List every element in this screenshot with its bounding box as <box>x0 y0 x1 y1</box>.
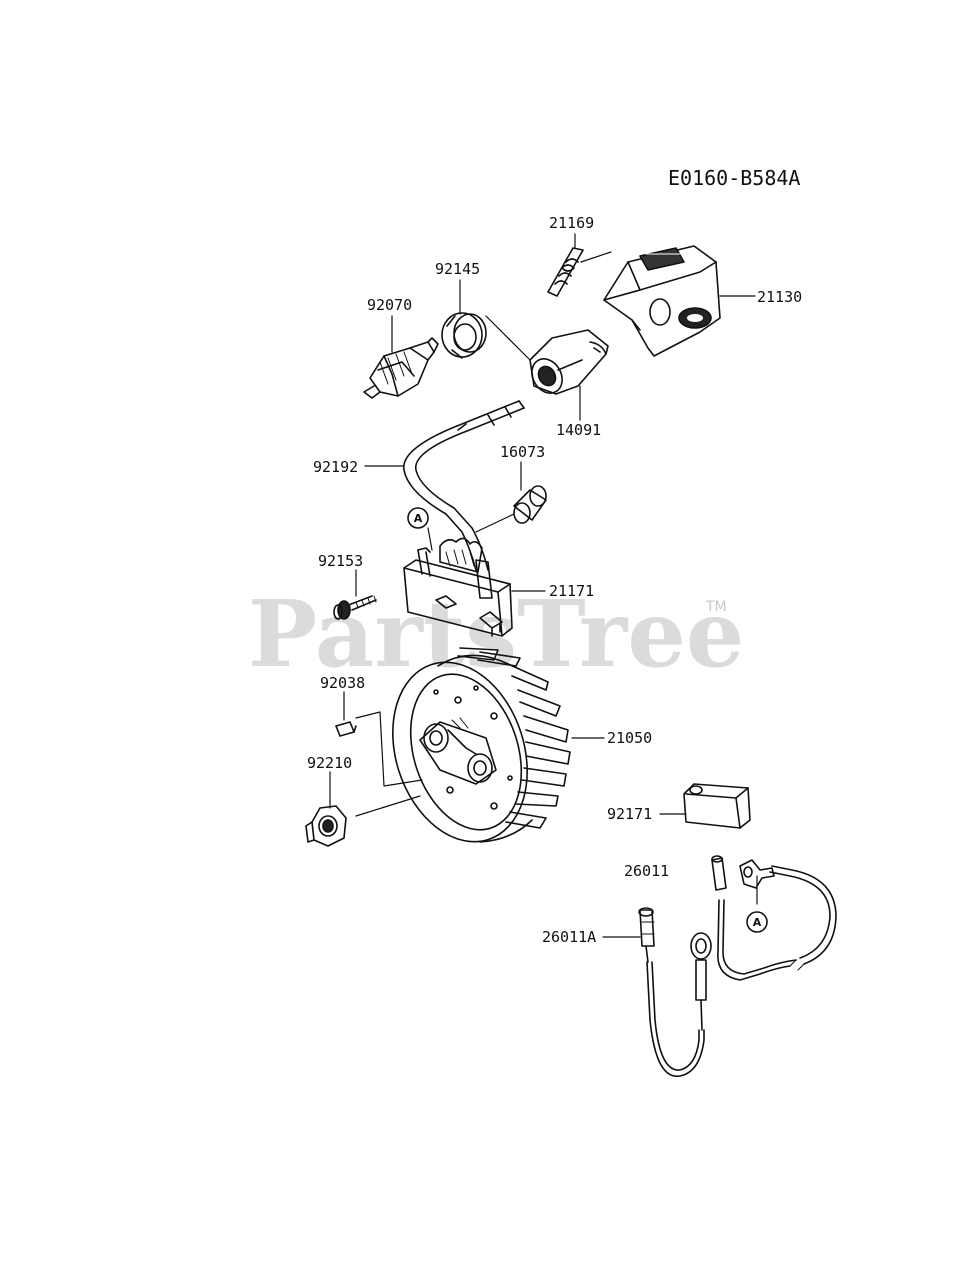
stop-switch-lead-icon <box>638 907 712 1077</box>
leader-lines <box>329 233 758 938</box>
flywheel-icon <box>392 647 571 843</box>
spring-clip-icon <box>547 247 584 297</box>
part-label-92192[interactable]: 92192 <box>313 458 359 476</box>
part-label-92153[interactable]: 92153 <box>318 552 364 570</box>
part-label-16073[interactable]: 16073 <box>500 443 546 461</box>
nut-icon <box>305 805 347 847</box>
callout-marker-harness <box>746 911 768 933</box>
part-label-92070[interactable]: 92070 <box>367 296 413 314</box>
part-label-21050[interactable]: 21050 <box>607 729 653 747</box>
washer-ring-icon <box>441 312 487 359</box>
part-label-21171[interactable]: 21171 <box>549 582 595 600</box>
callout-letter-harness: A <box>753 916 762 929</box>
bolt-icon <box>333 595 377 620</box>
plug-cap-icon <box>529 329 609 395</box>
part-label-92210[interactable]: 92210 <box>307 754 353 772</box>
part-label-26011A[interactable]: 26011A <box>542 928 597 946</box>
part-label-26011[interactable]: 26011 <box>624 862 670 880</box>
spacer-icon <box>513 485 547 524</box>
ignition-coil-icon <box>403 537 513 637</box>
part-label-21130[interactable]: 21130 <box>757 288 803 306</box>
ignition-lead-icon <box>403 400 525 571</box>
part-label-21169[interactable]: 21169 <box>549 214 595 232</box>
spark-plug-icon <box>363 337 439 399</box>
part-label-92145[interactable]: 92145 <box>435 260 481 278</box>
part-label-14091[interactable]: 14091 <box>556 421 602 439</box>
watermark-trademark: TM <box>706 599 727 615</box>
callout-letter-coil: A <box>414 512 423 525</box>
part-label-92171[interactable]: 92171 <box>607 805 653 823</box>
part-label-92038[interactable]: 92038 <box>320 674 366 692</box>
clamp-icon <box>683 783 751 829</box>
callout-marker-coil <box>407 507 429 529</box>
plug-cap-cover-icon <box>603 245 721 357</box>
key-icon <box>335 721 357 737</box>
diagram-code: E0160-B584A <box>668 166 801 190</box>
wire-harness-icon <box>711 855 837 981</box>
